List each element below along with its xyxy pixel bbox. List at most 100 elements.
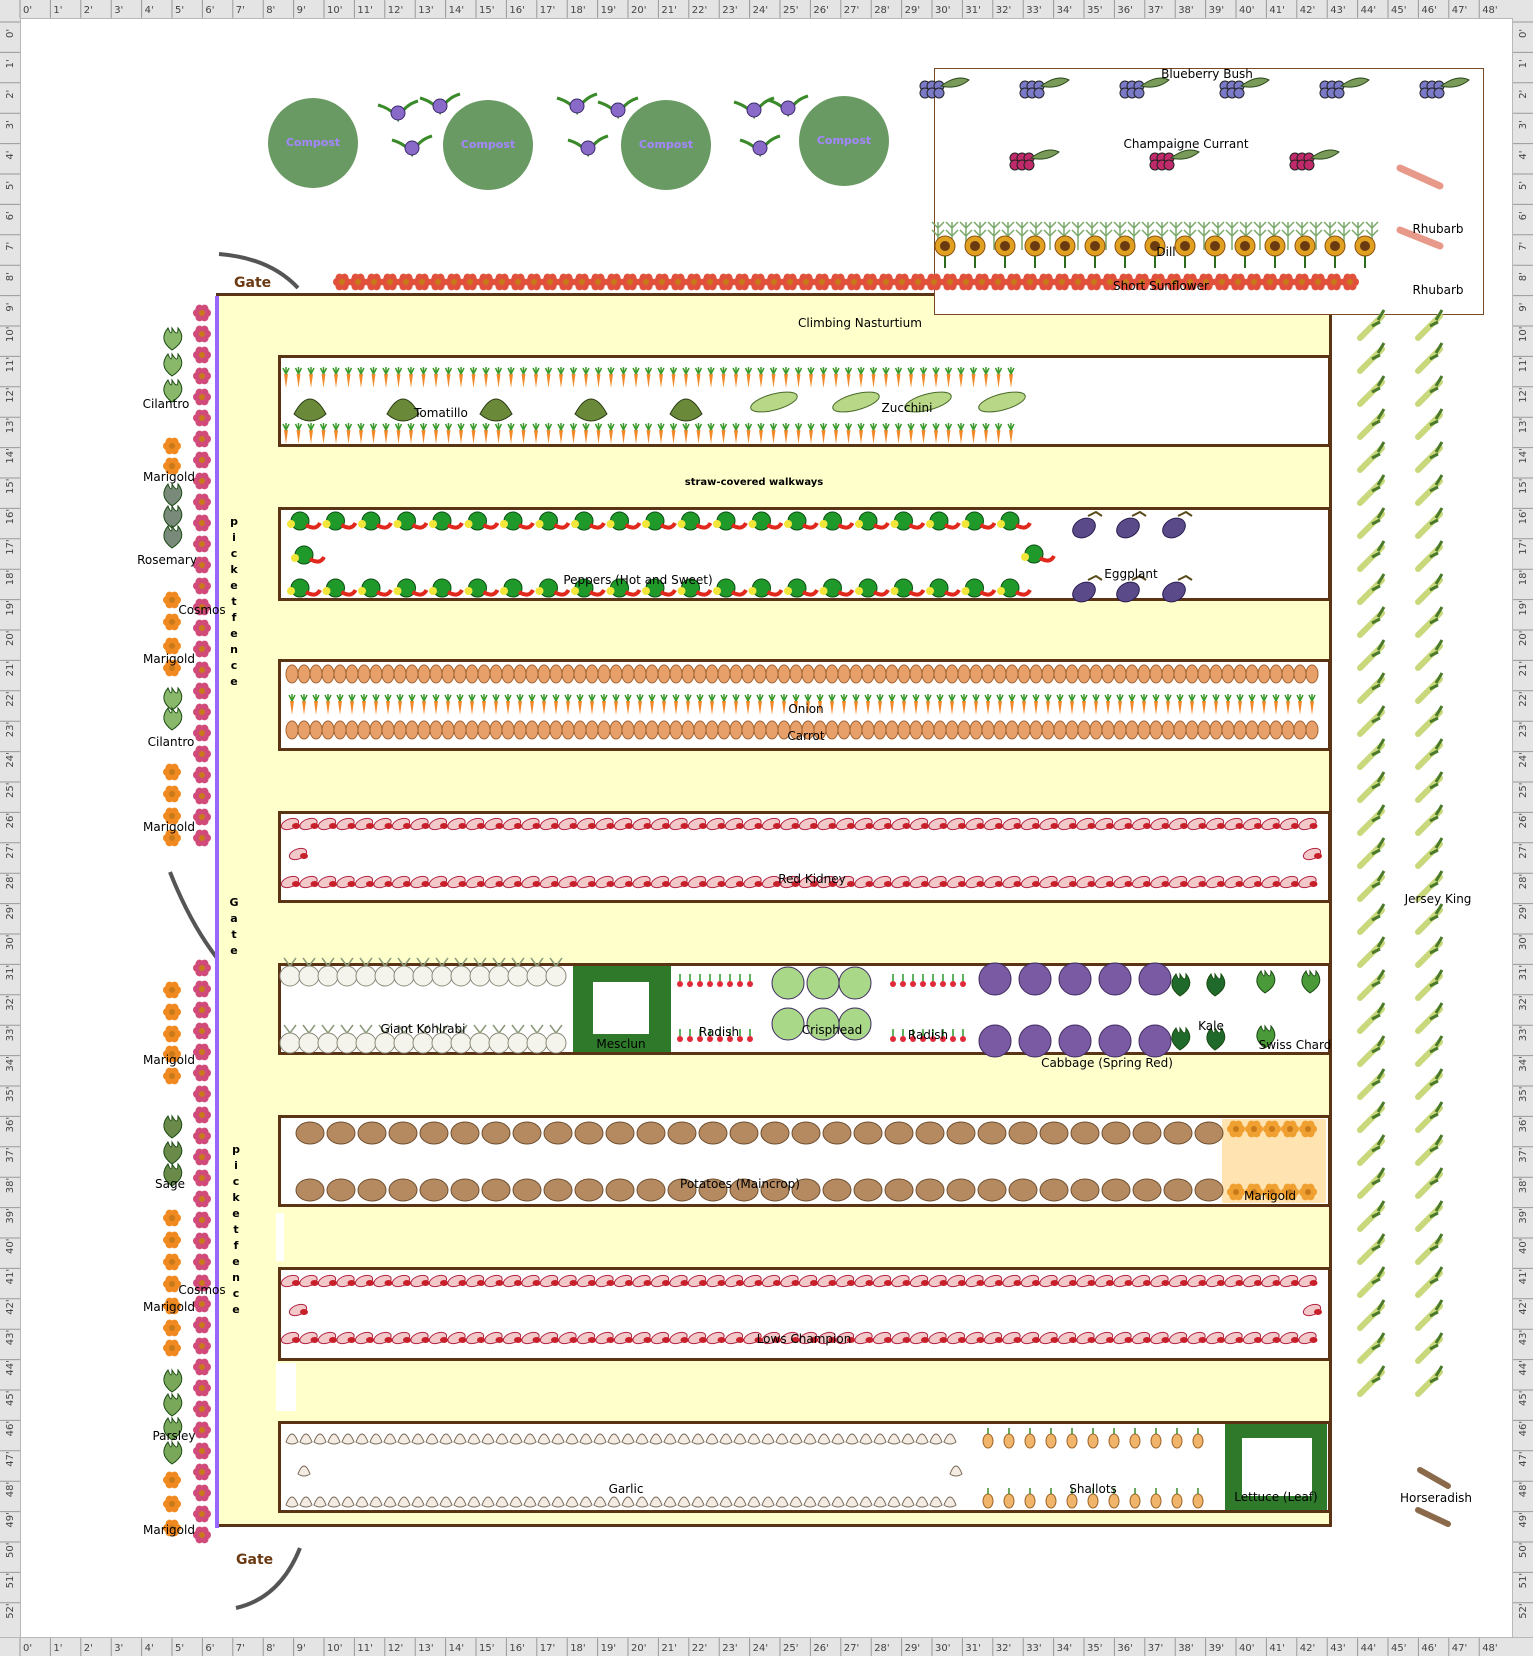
onion-icon — [1221, 664, 1235, 684]
nasturtium-icon — [1133, 273, 1151, 291]
shallot-icon — [1129, 1428, 1141, 1449]
radish-icon — [930, 974, 936, 987]
kale-icon — [1171, 972, 1191, 997]
bean-icon — [1076, 1331, 1096, 1345]
bean-icon — [502, 817, 522, 831]
carrot-icon — [394, 367, 403, 388]
nasturtium-icon — [813, 273, 831, 291]
ruler-tick-label: 47' — [1452, 1643, 1467, 1654]
onion-icon — [405, 664, 419, 684]
label-marigold-2: Marigold — [143, 652, 195, 666]
compost-pile[interactable]: Compost — [443, 100, 533, 190]
picket-fence[interactable] — [215, 296, 219, 1528]
eggplant-icon — [1116, 574, 1147, 603]
ruler-tick-label: 52' — [5, 1603, 16, 1618]
asparagus-icon — [1415, 474, 1444, 506]
bean-icon — [317, 1331, 337, 1345]
bean-icon — [280, 817, 300, 831]
onion-icon — [549, 664, 563, 684]
cosmos-icon — [193, 1106, 211, 1124]
bean-icon — [391, 875, 411, 889]
carrot-icon — [857, 423, 865, 444]
garlic-icon — [523, 1433, 537, 1445]
ruler-tick-label: 10' — [1518, 327, 1529, 342]
cosmos-icon — [193, 703, 211, 721]
compost-pile[interactable]: Compost — [268, 98, 358, 188]
cosmos-icon — [193, 980, 211, 998]
pepper-icon — [748, 511, 784, 531]
nasturtium-icon — [525, 273, 543, 291]
carrot-icon — [1068, 694, 1076, 715]
dill-icon — [1323, 221, 1337, 250]
bean-icon — [1302, 1303, 1322, 1317]
currant-icon — [1289, 149, 1340, 171]
asparagus-icon — [1357, 540, 1386, 572]
garlic-icon — [495, 1496, 509, 1508]
blueberry-icon — [1119, 77, 1170, 99]
label-shallots: Shallots — [1069, 1482, 1117, 1496]
dill-icon — [1127, 221, 1141, 250]
onion-icon — [729, 664, 743, 684]
nasturtium-icon — [429, 273, 447, 291]
asparagus-icon — [1415, 540, 1444, 572]
ruler-tick-label: 4' — [145, 5, 154, 16]
horseradish-icon — [1415, 1507, 1451, 1527]
asparagus-icon — [1357, 507, 1386, 539]
carrot-icon — [782, 423, 790, 444]
carrot-icon — [969, 367, 978, 388]
compost-pile[interactable]: Compost — [621, 100, 711, 190]
ruler-tick-label: 47' — [1518, 1451, 1529, 1466]
swiss-chard-icon — [1256, 969, 1276, 994]
shallot-icon — [1192, 1488, 1204, 1509]
carrot-icon — [607, 423, 615, 444]
ruler-tick-label: 35' — [1087, 1643, 1102, 1654]
onion-icon — [1053, 664, 1067, 684]
kohlrabi-icon — [279, 1024, 301, 1054]
radish-icon — [687, 974, 693, 987]
kale-icon — [1206, 1026, 1226, 1051]
onion-icon — [1065, 720, 1079, 740]
carrot-icon — [869, 423, 878, 444]
carrot-icon — [840, 694, 848, 715]
ruler-tick-label: 34' — [1518, 1056, 1529, 1071]
bean-icon — [891, 875, 911, 889]
nasturtium-icon — [1165, 273, 1183, 291]
asparagus-icon — [1415, 639, 1444, 671]
ruler-tick-label: 31' — [5, 965, 16, 980]
bed-tomatillo-zucchini[interactable] — [278, 355, 1331, 447]
garlic-icon — [859, 1433, 873, 1445]
ruler-tick-label: 12' — [388, 1643, 403, 1654]
nasturtium-icon — [1229, 273, 1247, 291]
cosmos-icon — [193, 1043, 211, 1061]
label-rhubarb-1: Rhubarb — [1412, 222, 1464, 236]
garden-canvas[interactable]: Compost Compost Compost Compost Gate Gat… — [20, 18, 1512, 1637]
sage-icon — [163, 1140, 183, 1165]
cabbage-icon — [1058, 962, 1092, 996]
garlic-icon — [327, 1433, 341, 1445]
ruler-tick-label: 0' — [1518, 29, 1529, 38]
iris-icon — [377, 99, 419, 123]
bean-icon — [761, 1274, 781, 1288]
asparagus-icon — [1415, 1299, 1444, 1331]
bean-icon — [465, 875, 485, 889]
onion-icon — [333, 664, 347, 684]
marigold-icon — [163, 613, 181, 631]
bean-icon — [595, 1331, 615, 1345]
bean-icon — [521, 1274, 541, 1288]
carrot-icon — [357, 367, 365, 388]
ruler-tick-label: 31' — [1518, 965, 1529, 980]
onion-icon — [501, 720, 515, 740]
onion-icon — [1197, 664, 1211, 684]
ruler-tick-label: 41' — [1518, 1269, 1529, 1284]
bean-icon — [872, 1274, 892, 1288]
potato-icon — [295, 1121, 325, 1145]
shallot-icon — [1192, 1428, 1204, 1449]
asparagus-icon — [1357, 936, 1386, 968]
dill-icon — [973, 221, 987, 250]
nasturtium-icon — [845, 273, 863, 291]
bean-icon — [1002, 1274, 1022, 1288]
cosmos-icon — [193, 1253, 211, 1271]
ruler-tick-label: 26' — [5, 813, 16, 828]
nasturtium-icon — [909, 273, 927, 291]
compost-pile[interactable]: Compost — [799, 96, 889, 186]
